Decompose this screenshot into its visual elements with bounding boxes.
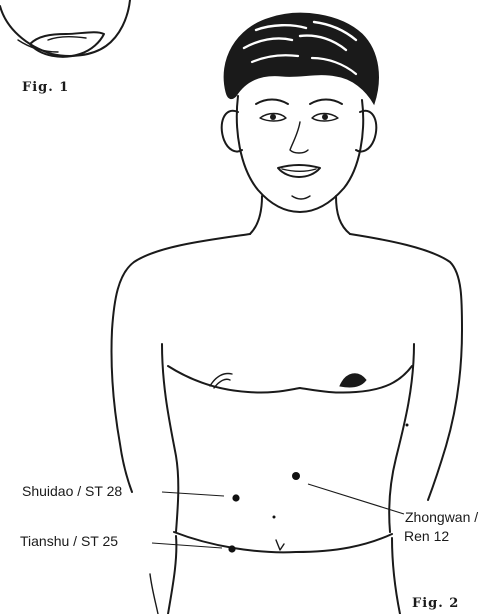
zhongwan-dot bbox=[292, 472, 300, 480]
torso bbox=[150, 344, 414, 614]
face bbox=[222, 96, 377, 212]
small-mark bbox=[273, 516, 276, 519]
shuidao-dot bbox=[232, 494, 239, 501]
small-mark bbox=[406, 424, 409, 427]
fig1-caption: Fig. 1 bbox=[22, 80, 69, 95]
acupoint-zhongwan: Zhongwan / Ren 12 bbox=[292, 472, 478, 544]
shuidao-label: Shuidao / ST 28 bbox=[22, 483, 122, 499]
fig2-caption: Fig. 2 bbox=[412, 596, 459, 611]
zhongwan-label-line1: Zhongwan / bbox=[405, 509, 478, 525]
shuidao-leader-line bbox=[162, 492, 224, 496]
zhongwan-label-line2: Ren 12 bbox=[404, 528, 449, 544]
figure-1-fragment bbox=[0, 0, 130, 57]
acupoint-tianshu: Tianshu / ST 25 bbox=[20, 533, 236, 553]
hair bbox=[224, 13, 378, 104]
tianshu-dot bbox=[228, 545, 235, 552]
neck-shoulders bbox=[111, 196, 462, 500]
tianshu-label: Tianshu / ST 25 bbox=[20, 533, 118, 549]
